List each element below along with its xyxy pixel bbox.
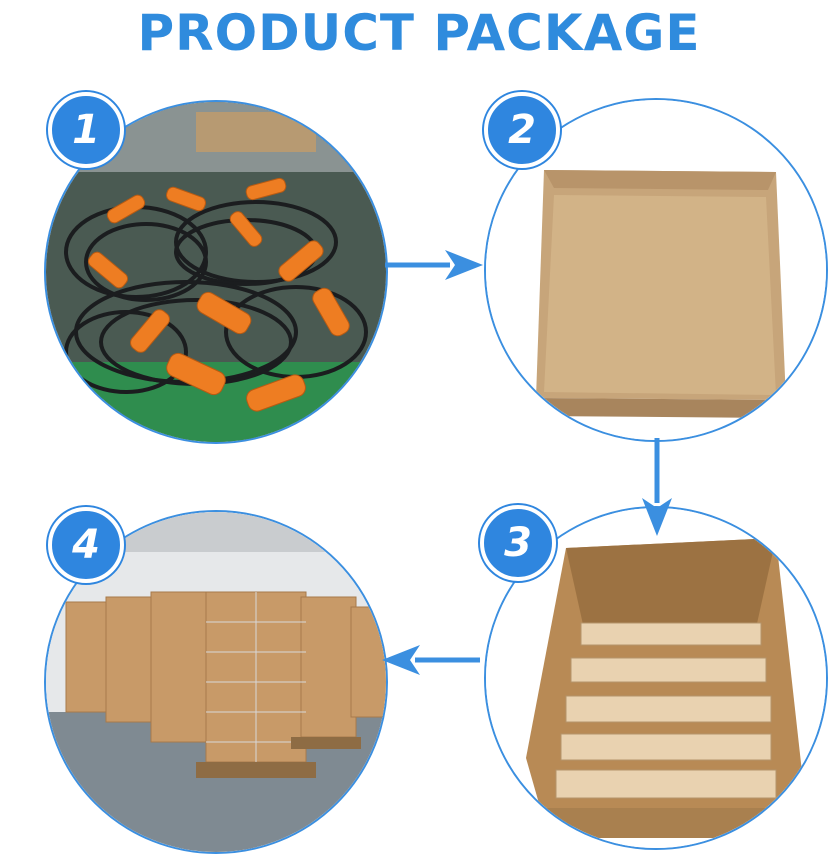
step-3-photo	[484, 506, 828, 850]
step-1-badge: 1	[48, 92, 124, 168]
step-2-badge: 2	[484, 92, 560, 168]
step-4-photo	[44, 510, 388, 854]
step-3-badge: 3	[480, 505, 556, 581]
arrow-down-icon	[642, 438, 672, 536]
arrow-left-icon	[382, 645, 480, 675]
page-title: PRODUCT PACKAGE	[137, 4, 701, 62]
step-2-photo	[484, 98, 828, 442]
arrow-right-icon	[385, 250, 483, 280]
step-4-badge: 4	[48, 507, 124, 583]
